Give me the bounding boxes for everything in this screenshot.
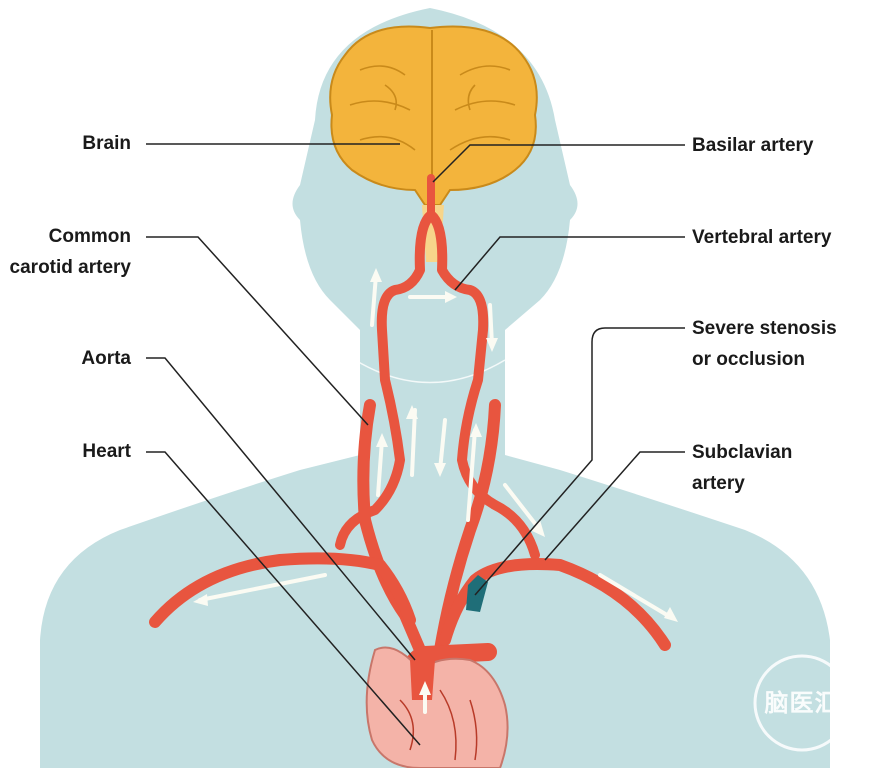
leader-line-aorta [146,357,416,661]
vertebral-artery-right-loop [426,210,540,560]
watermark-logo: 脑医汇 [752,667,852,739]
watermark-badge [753,654,851,752]
label-subclavian-artery: Subclavian artery [692,442,793,494]
flow-arrow [598,573,674,620]
label-basilar-artery: Basilar artery [692,135,814,156]
label-common-carotid-artery: Common carotid artery [9,226,131,278]
arrowhead [376,433,388,447]
leader-line-heart [146,451,421,746]
flow-arrowheads [193,268,678,695]
jaw-line [354,359,506,384]
leader-lines [146,143,685,746]
leader-line-stenosis [474,327,685,596]
heart-illustration [365,646,509,768]
body-silhouette [40,8,830,768]
arrowhead [370,268,382,282]
brain-shape [329,25,538,206]
label-brain: Brain [82,133,131,154]
arrowhead [193,594,208,606]
flow-arrow [370,273,378,327]
brain-folds [349,65,516,151]
arrowhead [434,463,446,477]
flow-arrow [438,418,447,472]
label-aorta: Aorta [81,348,131,369]
leader-line-common-carotid [146,236,369,426]
watermark-text: 脑医汇 [764,689,840,717]
subclavian-left [149,552,416,628]
flow-arrow [503,483,542,532]
subclavian-right [439,558,671,651]
label-severe-stenosis: Severe stenosis or occlusion [692,318,837,370]
arrowhead [486,338,498,352]
torso [40,8,830,768]
heart-vessels [399,689,478,761]
leader-line-vertebral [454,236,685,291]
arrowhead [445,291,457,303]
label-vertebral-artery: Vertebral artery [692,227,832,248]
leader-line-basilar [432,144,685,183]
flow-arrow [376,438,384,497]
common-carotid-right [434,399,501,656]
label-heart: Heart [82,441,131,462]
arrowhead [530,520,545,537]
flow-arrow [410,408,417,477]
flow-arrow [466,428,477,522]
leader-line-subclavian [544,451,685,561]
flow-arrow [198,573,327,602]
arrowhead [419,681,431,695]
vertebral-artery-left-loop [335,210,436,550]
arrowhead [406,405,418,419]
arrowhead [470,423,482,437]
arrowhead [664,607,678,622]
